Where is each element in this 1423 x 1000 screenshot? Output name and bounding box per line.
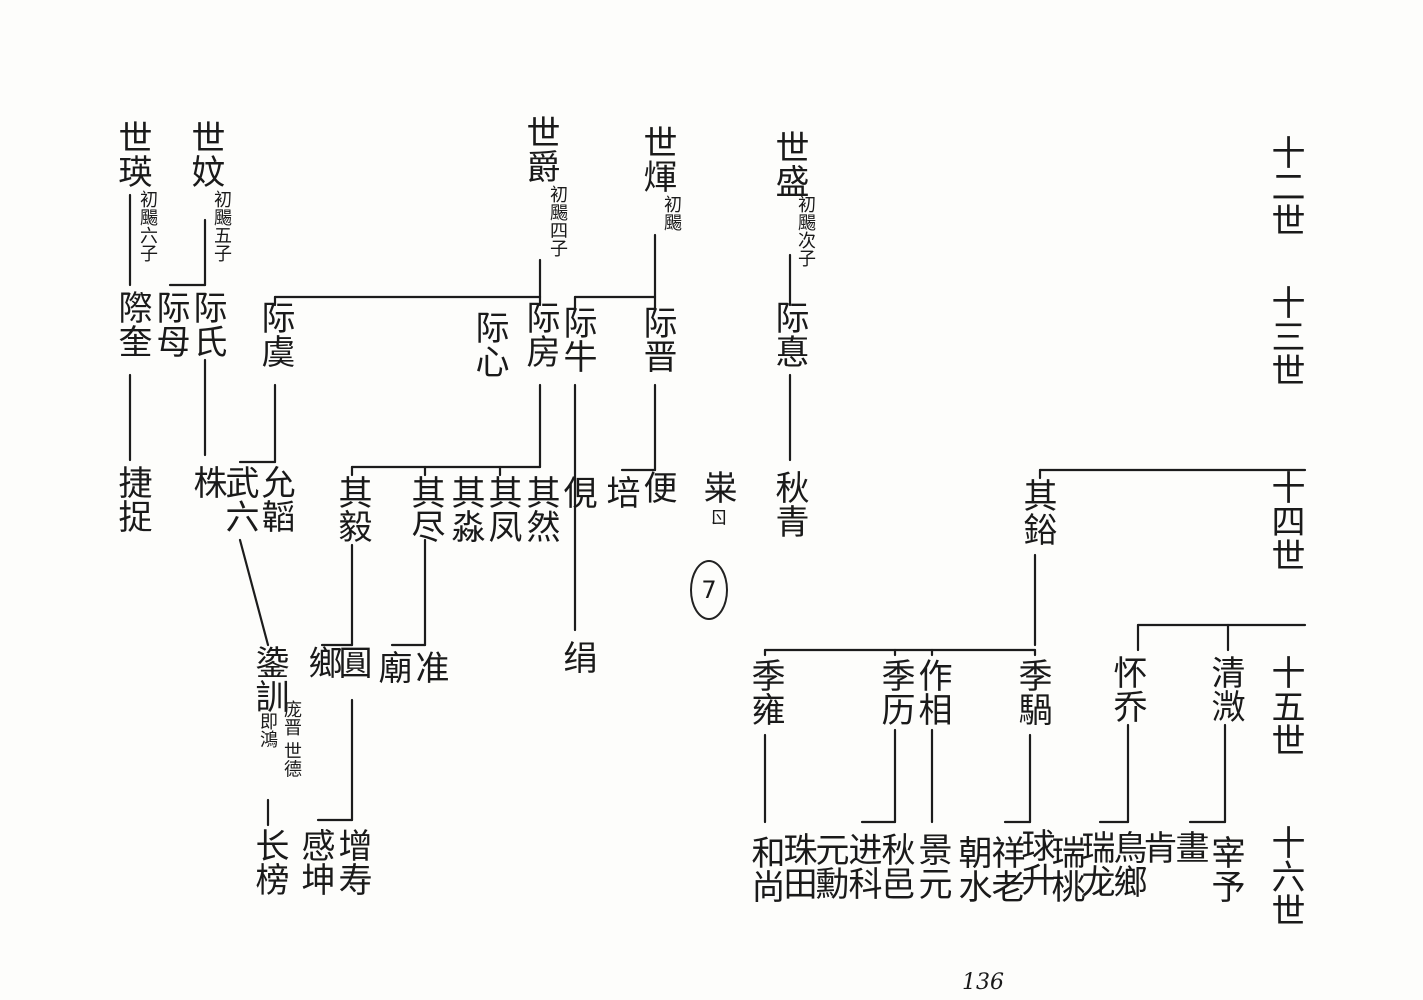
name-shisheng: 世盛 [769,130,809,198]
name-shiying: 世瑛 [112,120,152,188]
name-changbang: 长榜 [249,828,289,896]
name-xu: 绢 [557,640,597,674]
name-qingzhi: 清溦 [1205,655,1245,723]
name-xiang: 鄉 [302,645,342,679]
generation-label-12: 十二世 [1265,135,1305,237]
name-heshang: 和尚 [745,835,785,903]
name-qiran: 其然 [520,475,560,543]
name-ruilong: 瑞龙 [1075,830,1115,898]
name-jingyuan: 景元 [912,832,952,900]
name-wuliu: 武六 [219,465,259,533]
name-zongkui: 際奎 [112,290,152,358]
generation-label-16: 十六世 [1265,825,1305,927]
note-shisheng: 初颺次子 [795,195,816,267]
name-zengshou: 增寿 [332,828,372,896]
generation-label-14: 十四世 [1265,470,1305,572]
name-xiangqi: 祥老 [985,835,1025,903]
name-pei: 培 [600,475,640,509]
name-ken: 肯 [1137,830,1177,864]
name-jinke: 进科 [842,832,882,900]
name-jiguo: 季騧 [1012,658,1052,726]
note-shijue: 初颺四子 [547,185,568,257]
name-bian: 便 [637,470,677,504]
name-hua: 畫 [1169,830,1209,864]
name-zaiyu: 宰予 [1205,835,1245,903]
page-number: 136 [962,970,1004,995]
note-yingxun: 即鴻 [257,712,278,748]
name-jiyong: 季雍 [745,658,785,726]
name-zongfang: 际房 [520,300,560,368]
name-tiyu: 捷捉 [112,465,152,533]
name-yuanxun: 元勳 [809,832,849,900]
name-zongshi: 际氏 [187,290,227,358]
name-yingxun: 鍌訓 [249,645,289,713]
name-zongyu: 际虞 [255,300,295,368]
name-zongmu: 际母 [150,290,190,358]
name-shiwen: 世妏 [185,120,225,188]
name-yu: 廟 [372,650,412,684]
name-gankun: 感坤 [295,828,335,896]
generation-label-15: 十五世 [1265,655,1305,757]
name-wei: 准 [409,650,449,684]
name-zongniu: 际牛 [557,305,597,373]
name-shijue: 世爵 [520,115,560,183]
name-yuntao: 允韜 [255,465,295,533]
name-zongjin: 际晋 [637,305,677,373]
name-zuoxiang: 作相 [912,658,952,726]
name-zhu: 株 [187,465,227,499]
name-qijin: 其尽 [405,475,445,543]
name-qiuyue: 秋邑 [875,832,915,900]
name-shihui: 世煇 [637,125,677,193]
name-huaiqiao: 怀乔 [1107,655,1147,723]
generation-label-13: 十三世 [1265,285,1305,387]
name-qiyi: 其毅 [332,475,372,543]
name-zongxin: 际心 [469,310,509,378]
name-qiuqing: 秋青 [769,470,809,538]
note-shiying: 初颺六子 [137,190,158,262]
name-zongci: 际惪 [769,300,809,368]
name-qifeng: 其凤 [482,475,522,543]
name-bing-suffix: ㄖ [707,508,728,526]
note-shiwen: 初颺五子 [211,190,232,262]
name-qiluo: 其鋊 [1017,478,1057,546]
name-niaoxiang: 鳥鄉 [1107,830,1147,898]
name-zhufu: 珠田 [777,832,817,900]
name-qisen: 其淼 [445,475,485,543]
name-qiusheng: 球升 [1015,828,1055,896]
circled-mark: 7 [690,560,728,620]
name-yuan: 圓 [332,645,372,679]
name-hun: 俔 [557,475,597,509]
name-chaoshui: 朝水 [952,835,992,903]
name-jili: 季历 [875,658,915,726]
note-yingxun-2: 庞晋 世德 [281,700,302,778]
note-shihui: 初颺 [661,195,682,231]
name-bing: 粜 [697,470,737,504]
name-ruitao: 瑞桃 [1045,835,1085,903]
